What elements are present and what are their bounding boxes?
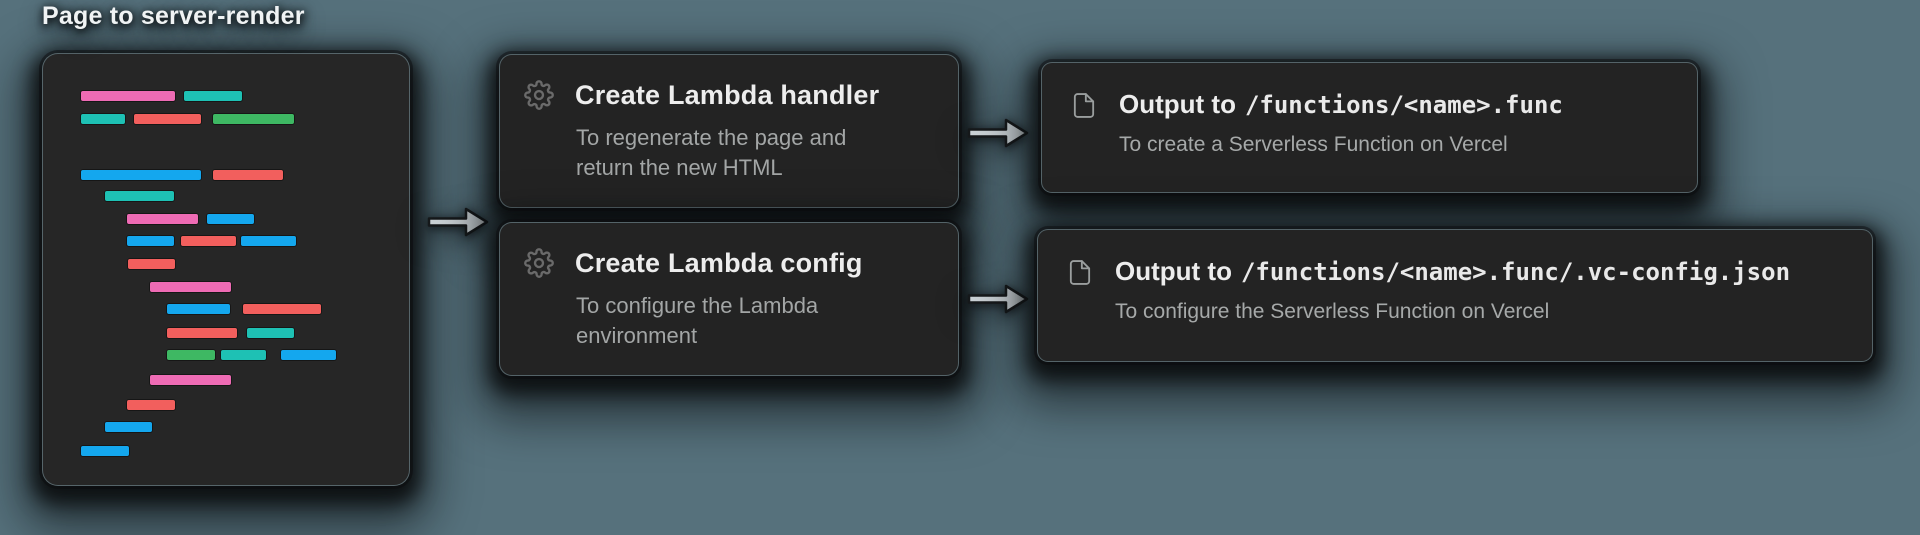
code-line-bar — [127, 214, 198, 224]
step-description: To regenerate the page and return the ne… — [576, 125, 847, 180]
code-panel-card — [42, 53, 410, 486]
output-description: To create a Serverless Function on Verce… — [1119, 133, 1508, 156]
step-title: Create Lambda config — [575, 248, 863, 278]
output-title-prefix: Output to — [1119, 89, 1236, 119]
code-line-bar — [81, 91, 175, 101]
code-line-bar — [105, 191, 174, 201]
arrow-right-icon — [427, 207, 489, 237]
code-line-bar — [241, 236, 296, 246]
code-line-bar — [181, 236, 236, 246]
step-card-create-lambda-config: Create Lambda config To configure the La… — [499, 222, 959, 376]
code-line-bar — [213, 170, 283, 180]
output-title-prefix: Output to — [1115, 256, 1232, 286]
code-line-bar — [247, 328, 294, 338]
step-description: To configure the Lambda environment — [576, 293, 819, 348]
code-line-bar — [81, 114, 125, 124]
arrow-right-icon — [967, 118, 1029, 148]
output-title: Output to/functions/<name>.func/.vc-conf… — [1115, 256, 1790, 287]
code-line-bar — [221, 350, 266, 360]
output-title: Output to/functions/<name>.func — [1119, 89, 1563, 120]
code-line-bar — [128, 259, 175, 269]
gear-icon — [524, 80, 554, 110]
code-line-bar — [281, 350, 336, 360]
code-line-bar — [213, 114, 294, 124]
step-card-create-lambda-handler: Create Lambda handler To regenerate the … — [499, 54, 959, 208]
code-line-bar — [207, 214, 254, 224]
code-line-bar — [167, 350, 215, 360]
output-description: To configure the Serverless Function on … — [1115, 300, 1550, 323]
code-line-bar — [81, 446, 129, 456]
page-title: Page to server-render — [42, 2, 305, 30]
code-line-bar — [184, 91, 242, 101]
code-line-bar — [150, 282, 231, 292]
code-line-bar — [167, 304, 230, 314]
step-title: Create Lambda handler — [575, 80, 880, 110]
code-line-bar — [167, 328, 237, 338]
code-line-bar — [81, 170, 201, 180]
code-line-bar — [127, 400, 175, 410]
output-card-func: Output to/functions/<name>.func To creat… — [1041, 62, 1698, 193]
code-line-bar — [127, 236, 174, 246]
code-line-bar — [105, 422, 152, 432]
output-card-vc-config: Output to/functions/<name>.func/.vc-conf… — [1037, 229, 1873, 362]
output-path: /functions/<name>.func — [1244, 91, 1563, 119]
file-icon — [1069, 260, 1091, 285]
arrow-right-icon — [967, 284, 1029, 314]
file-icon — [1073, 93, 1095, 118]
code-line-bar — [243, 304, 321, 314]
output-path: /functions/<name>.func/.vc-config.json — [1240, 258, 1791, 286]
code-line-bar — [150, 375, 231, 385]
code-line-bar — [134, 114, 201, 124]
gear-icon — [524, 248, 554, 278]
